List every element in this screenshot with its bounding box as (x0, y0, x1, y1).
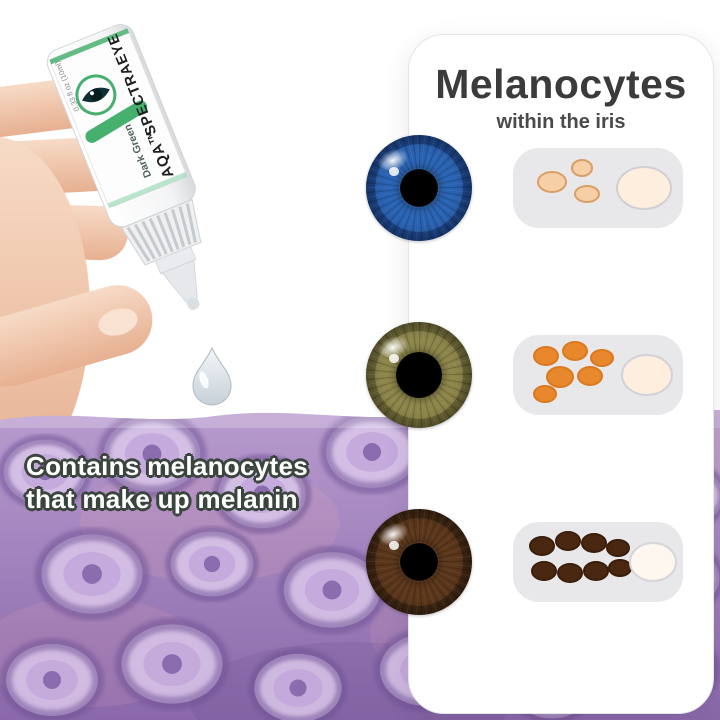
melanocyte-dot (546, 366, 574, 388)
melanin-free-oval (621, 354, 673, 396)
hand-with-dropper-illustration: AQA™ SPECTRAEYE Dark Green 0.33 fl oz (1… (0, 24, 232, 442)
iris-row-green (366, 320, 696, 430)
melanocyte-dot (571, 159, 593, 177)
melanocyte-dot (533, 346, 559, 366)
melanocyte-dot (608, 559, 632, 577)
pupil (399, 168, 439, 208)
melanin-free-oval (616, 166, 672, 210)
pupil (399, 542, 439, 582)
panel-subtitle: within the iris (496, 111, 626, 133)
iris-photo-blue (366, 135, 472, 241)
melanocyte-dot (577, 366, 603, 386)
thumb (0, 285, 153, 387)
melanin-free-oval (629, 542, 677, 582)
thumb-nail (98, 308, 138, 336)
brand-eye-logo-icon (75, 74, 117, 116)
pupil (395, 351, 443, 399)
iris-photo-brown (366, 509, 472, 615)
melanocyte-dot (574, 185, 600, 203)
melanocyte-dot (555, 531, 581, 551)
melanocyte-capsule-diagram-green (513, 335, 683, 415)
melanocyte-dot (537, 171, 567, 193)
melanocyte-dot (533, 385, 557, 403)
eye-highlight-dot (389, 166, 399, 177)
melanocyte-dot (562, 341, 588, 361)
caption-line-2: that make up melanin (26, 484, 298, 515)
melanocyte-dot (529, 536, 555, 556)
caption-line-1: Contains melanocytes (26, 451, 308, 481)
dropper-cap (120, 198, 202, 310)
caption: Contains melanocytes that make up melani… (26, 450, 308, 517)
eye-highlight-dot (389, 540, 399, 551)
melanocyte-dot (590, 349, 614, 367)
melanocyte-dot (581, 533, 607, 553)
iris-row-blue (366, 133, 696, 243)
melanocyte-dot (557, 563, 583, 583)
melanocyte-dot (583, 561, 609, 581)
melanocyte-dot (606, 539, 630, 557)
iris-photo-green (366, 322, 472, 428)
dropper-tip (186, 297, 200, 310)
panel-title: Melanocytes (435, 61, 687, 107)
eye-highlight-dot (389, 353, 399, 364)
iris-row-brown (366, 507, 696, 617)
green-banner (85, 100, 148, 143)
melanocyte-capsule-diagram-blue (513, 148, 683, 228)
melanocyte-capsule-diagram-brown (513, 522, 683, 602)
liquid-drop (192, 346, 232, 406)
dropper-nozzle (161, 259, 198, 303)
melanocyte-dot (531, 561, 557, 581)
